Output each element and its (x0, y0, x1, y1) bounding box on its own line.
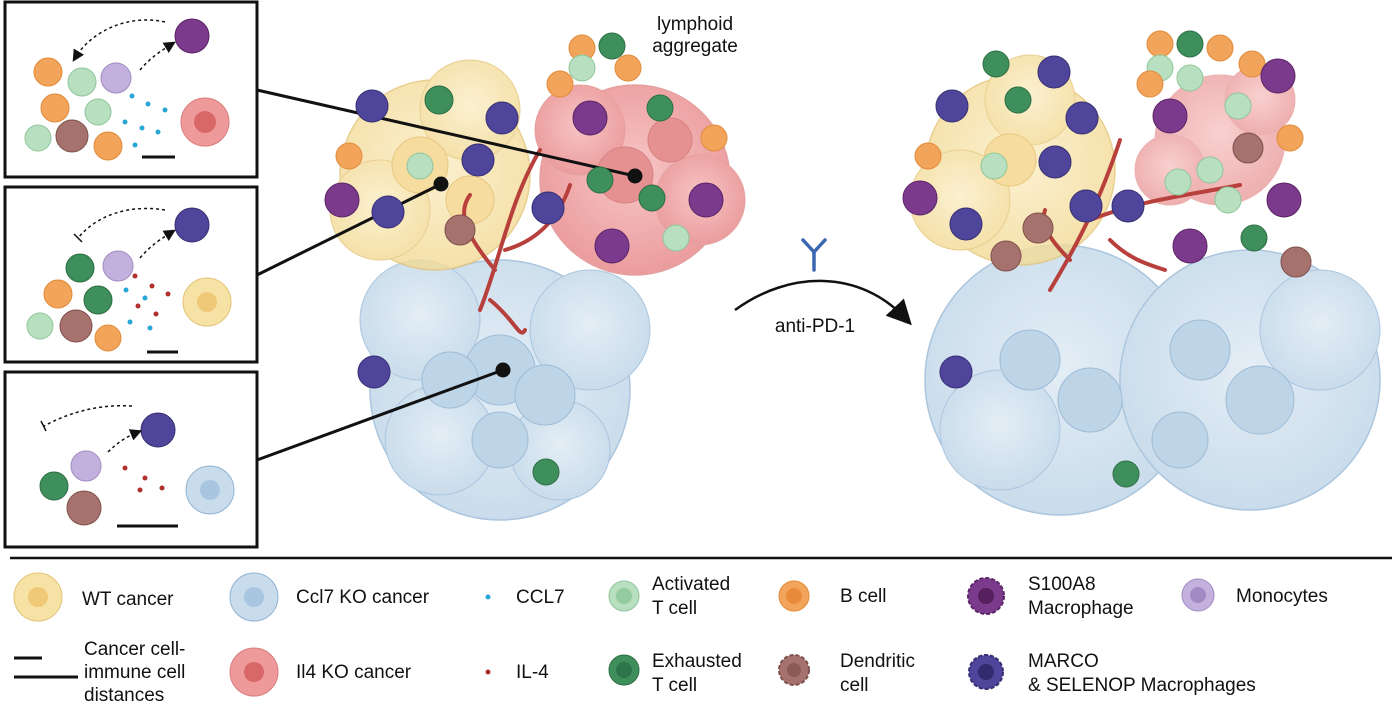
immune-cells-right (902, 30, 1312, 488)
antibody-icon (801, 238, 827, 272)
il4-ko-cancer-icon (229, 647, 279, 697)
legend-dendritic: Dendritic cell (840, 651, 915, 696)
legend-marco: MARCO & SELENOP Macrophages (1028, 651, 1256, 696)
legend-wt-cancer: WT cancer (82, 589, 174, 610)
exhausted-t-cell-icon (608, 654, 640, 686)
ccl7-ko-mass-left (359, 259, 651, 521)
legend-icons (13, 572, 1215, 697)
legend-activated-t: Activated T cell (652, 574, 731, 619)
legend-b-cell: B cell (840, 586, 887, 607)
blood-vessels-left (462, 148, 572, 335)
left-tumor (329, 59, 746, 521)
legend-distances: Cancer cell- immune cell distances (84, 639, 186, 706)
legend-il4-ko: Il4 KO cancer (296, 662, 412, 683)
right-tumor (909, 54, 1381, 516)
activated-t-cell-icon (608, 580, 640, 612)
distance-scale-icon (14, 656, 78, 679)
b-cell-icon (778, 580, 810, 612)
wt-cancer-icon (13, 572, 63, 622)
inset-box-ccl7 (3, 370, 259, 549)
marco-macrophage-icon (968, 654, 1004, 690)
ccl7-ko-mass-right (924, 244, 1381, 516)
inset-connectors (256, 88, 643, 462)
ccl7-ko-cancer-icon (229, 572, 279, 622)
immune-cells-left (324, 32, 728, 486)
legend-ccl7: CCL7 (516, 587, 565, 608)
il4-dot-icon (485, 669, 491, 675)
legend-monocytes: Monocytes (1236, 586, 1328, 607)
dendritic-cell-icon (778, 654, 810, 686)
inset-box-wt (3, 0, 259, 179)
inset-box-il4 (3, 185, 259, 364)
anti-pd1-label: anti-PD-1 (774, 316, 856, 337)
s100a8-macrophage-icon (967, 577, 1005, 615)
lymphoid-aggregate-label: lymphoid aggregate (652, 14, 738, 57)
monocyte-icon (1181, 578, 1215, 612)
ccl7-dot-icon (485, 594, 491, 600)
legend-ccl7-ko: Ccl7 KO cancer (296, 587, 430, 608)
treatment-arrow (734, 279, 912, 326)
legend-exhausted-t: Exhausted T cell (652, 651, 742, 696)
legend-il4: IL-4 (516, 662, 549, 683)
legend-s100a8: S100A8 Macrophage (1028, 574, 1134, 619)
